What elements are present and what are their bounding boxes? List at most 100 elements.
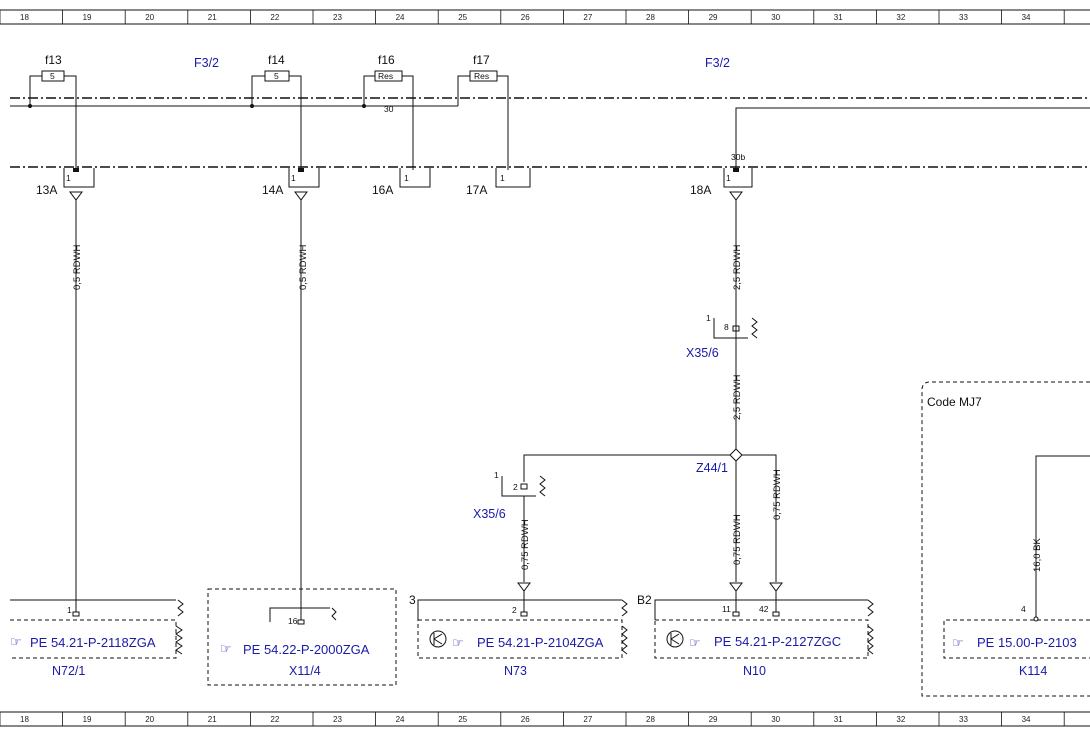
component-k114: 4 ☞ PE 15.00-P-2103 K114 xyxy=(943,604,1090,678)
splice-name: Z44/1 xyxy=(696,461,728,475)
component-x11-4: 16 ☞ PE 54.22-P-2000ZGA X11/4 xyxy=(207,588,397,686)
pin-number: 1 xyxy=(404,173,409,183)
component-reference[interactable]: PE 15.00-P-2103 xyxy=(977,635,1077,650)
component-name: N72/1 xyxy=(52,664,85,678)
fuse-name: f17 xyxy=(473,53,490,67)
fuse-f14: f14 5 xyxy=(251,53,302,94)
fuse-name: f14 xyxy=(268,53,285,67)
fuse-output-13a: 13A xyxy=(36,183,57,197)
ruler-number: 25 xyxy=(458,13,467,22)
pin-number: 1 xyxy=(291,173,296,183)
fuse-pin-contacts xyxy=(73,168,739,172)
bus-junction-dots xyxy=(28,104,366,108)
hand-pointer-icon: ☞ xyxy=(220,642,232,657)
ruler-number: 32 xyxy=(896,13,905,22)
ruler-number: 19 xyxy=(83,13,92,22)
component-corner: 3 xyxy=(409,593,416,607)
wire-label: 2,5 RDWH xyxy=(732,244,743,290)
pin-number: 11 xyxy=(722,604,731,614)
pin-number: 42 xyxy=(759,604,769,614)
fuse-output-drops xyxy=(75,94,509,170)
ruler-number: 21 xyxy=(208,715,217,724)
component-reference[interactable]: PE 54.21-P-2118ZGA xyxy=(30,635,156,650)
wire-label: 0,5 RDWH xyxy=(72,244,83,290)
fuse-name: f16 xyxy=(378,53,395,67)
transistor-icon xyxy=(670,633,680,645)
ruler-number: 33 xyxy=(959,13,968,22)
component-name: N73 xyxy=(504,664,527,678)
ruler-number: 28 xyxy=(646,715,655,724)
connector-side: 1 xyxy=(494,470,499,480)
pin-number: 2 xyxy=(512,605,517,615)
ruler-number: 28 xyxy=(646,13,655,22)
wire-label: 0,75 RDWH xyxy=(732,514,743,565)
fuse-output-14a: 14A xyxy=(262,183,283,197)
ruler-number: 34 xyxy=(1022,715,1031,724)
bus-label-right: F3/2 xyxy=(705,56,730,70)
hand-pointer-icon: ☞ xyxy=(952,636,964,651)
component-reference[interactable]: PE 54.21-P-2104ZGA xyxy=(477,635,604,650)
ruler-number: 25 xyxy=(458,715,467,724)
wire-13a: 0,5 RDWH xyxy=(69,191,83,612)
component-n10: B2 11 42 ☞ PE 54.21-P-2127ZGC N10 xyxy=(637,593,874,678)
ruler-number: 34 xyxy=(1022,13,1031,22)
ruler-number: 27 xyxy=(583,13,592,22)
fuse-value: Res xyxy=(378,71,393,81)
connector-arrows xyxy=(517,582,783,612)
connector-side: 1 xyxy=(706,313,711,323)
hand-pointer-icon: ☞ xyxy=(689,636,701,651)
component-reference[interactable]: PE 54.22-P-2000ZGA xyxy=(243,642,370,657)
ruler-number: 32 xyxy=(896,715,905,724)
ruler-number: 24 xyxy=(396,13,405,22)
component-n72-1: 1 ☞ PE 54.21-P-2118ZGA N72/1 xyxy=(10,599,184,678)
ruler-number: 29 xyxy=(709,715,718,724)
connector-x35-6-upper: 1 8 X35/6 xyxy=(686,313,758,360)
wire-label: 0,75 RDWH xyxy=(772,469,783,520)
pin-number: 1 xyxy=(726,173,731,183)
fuse-f17: f17 Res xyxy=(457,53,509,94)
ruler-number: 22 xyxy=(270,13,279,22)
wire-label: 2,5 RDWH xyxy=(732,374,743,420)
hand-pointer-icon: ☞ xyxy=(452,636,464,651)
component-n73: 3 2 ☞ PE 54.21-P-2104ZGA N73 xyxy=(409,593,628,678)
ruler-number: 26 xyxy=(521,715,530,724)
wire-18a: 2,5 RDWH 2,5 RDWH xyxy=(729,191,743,582)
ruler-number: 27 xyxy=(583,715,592,724)
pin-number: 1 xyxy=(67,605,72,615)
pin-number: 1 xyxy=(500,173,505,183)
ruler-number: 26 xyxy=(521,13,530,22)
ruler-number: 24 xyxy=(396,715,405,724)
pin-number: 1 xyxy=(66,173,71,183)
ruler-number: 20 xyxy=(145,715,154,724)
connector-pin: 2 xyxy=(513,482,518,492)
code-mj7-region: Code MJ7 16,0 BK xyxy=(921,381,1090,697)
wire-label: 0,5 RDWH xyxy=(298,244,309,290)
ruler-number: 31 xyxy=(834,715,843,724)
connector-x35-6-lower: 1 2 X35/6 0,75 RDWH xyxy=(473,470,546,582)
ruler-number: 33 xyxy=(959,715,968,724)
ruler-number: 21 xyxy=(208,13,217,22)
ruler-number: 31 xyxy=(834,13,843,22)
wire-label: 0,75 RDWH xyxy=(520,519,531,570)
connector-pin: 8 xyxy=(724,322,729,332)
terminal-30b-label: 30b xyxy=(731,152,745,162)
ruler-number: 23 xyxy=(333,13,342,22)
hand-pointer-icon: ☞ xyxy=(10,635,22,650)
ruler-number: 30 xyxy=(771,715,780,724)
bus-label-left: F3/2 xyxy=(194,56,219,70)
connector-name: X35/6 xyxy=(473,507,506,521)
fuse-name: f13 xyxy=(45,53,62,67)
pin-number: 16 xyxy=(288,616,298,626)
fuse-value: Res xyxy=(474,71,489,81)
ruler-number: 23 xyxy=(333,715,342,724)
ruler-number: 30 xyxy=(771,13,780,22)
ruler-number: 20 xyxy=(145,13,154,22)
fuse-f13: f13 5 xyxy=(29,53,77,94)
component-reference[interactable]: PE 54.21-P-2127ZGC xyxy=(714,634,841,649)
terminal-30-label: 30 xyxy=(384,104,394,114)
fuse-value: 5 xyxy=(50,71,55,81)
fuse-output-pin-boxes xyxy=(63,168,753,188)
fuse-output-labels: 13A 14A 16A 17A 18A 1 1 1 1 1 xyxy=(36,173,731,197)
